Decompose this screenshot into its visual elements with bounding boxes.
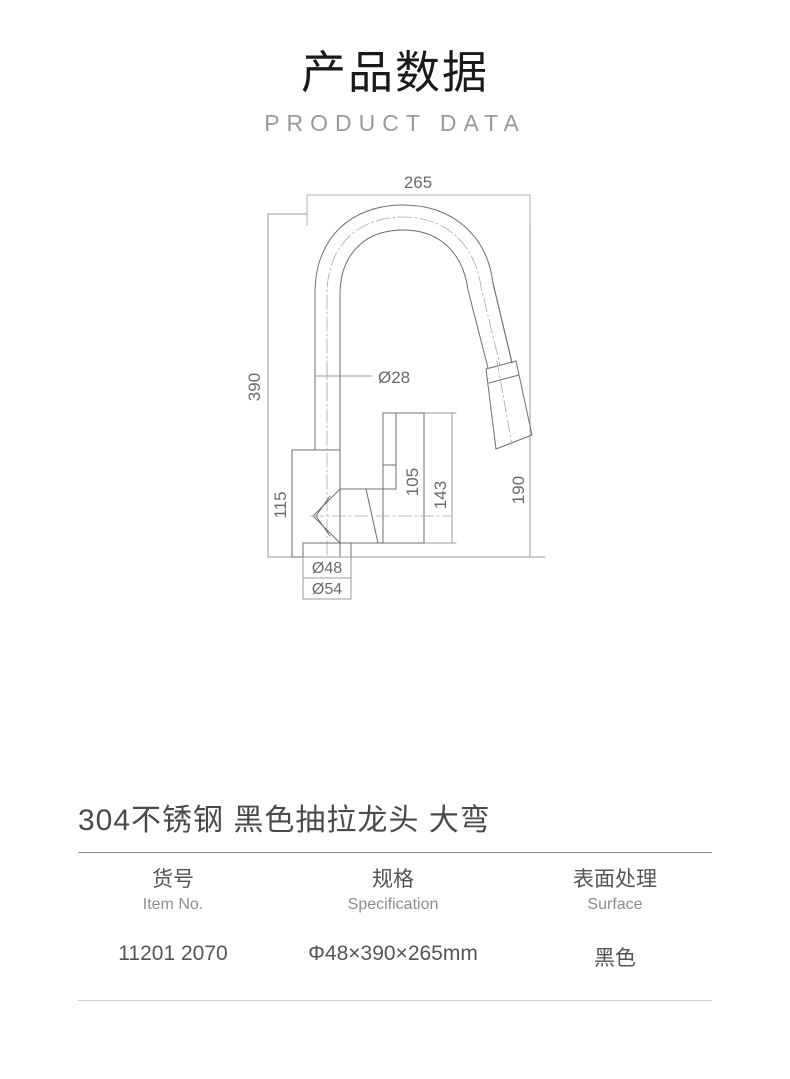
dimension-label-390: 390 (245, 372, 264, 400)
cell-item-no: 11201 2070 (118, 941, 228, 965)
page-title-en: PRODUCT DATA (264, 109, 526, 136)
dimension-label-base-inner: Ø48 (312, 560, 342, 577)
faucet-dimension-drawing: 265 390 Ø28 115 105 143 190 Ø48 Ø54 (245, 173, 546, 599)
column-header-item-no-en: Item No. (142, 896, 204, 914)
dimension-label-190: 190 (509, 475, 528, 503)
column-header-specification: 规格 Specification (268, 867, 518, 916)
column-header-surface-cn: 表面处理 (573, 868, 657, 891)
table-top-rule (78, 852, 712, 853)
table-header-row: 货号 Item No. 规格 Specification 表面处理 Surfac… (78, 867, 712, 916)
column-header-surface-en: Surface (587, 896, 643, 914)
dimension-label-143: 143 (431, 480, 450, 508)
dimension-label-spout-diameter: Ø28 (378, 368, 410, 387)
column-header-specification-en: Specification (347, 896, 439, 914)
table-row: 11201 2070 Φ48×390×265mm 黑色 (78, 942, 712, 972)
column-header-item-no-cn: 货号 (152, 868, 194, 891)
spec-table: 货号 Item No. 规格 Specification 表面处理 Surfac… (78, 852, 712, 972)
cell-specification: Φ48×390×265mm (308, 941, 478, 965)
page-header: 产品数据 PRODUCT DATA (0, 0, 790, 137)
dimension-label-base-outer: Ø54 (312, 581, 342, 598)
column-header-specification-cn: 规格 (372, 868, 414, 891)
dimension-label-105: 105 (403, 467, 422, 495)
cell-surface: 黑色 (594, 946, 636, 970)
product-name: 304不锈钢 黑色抽拉龙头 大弯 (78, 804, 491, 837)
table-bottom-rule (78, 1000, 712, 1001)
dimension-label-265: 265 (404, 173, 432, 192)
technical-drawing: 265 390 Ø28 115 105 143 190 Ø48 Ø54 (0, 165, 790, 685)
dimension-label-115: 115 (271, 491, 290, 518)
page-title-cn: 产品数据 (300, 47, 489, 98)
column-header-item-no: 货号 Item No. (78, 867, 268, 916)
column-header-surface: 表面处理 Surface (518, 867, 712, 916)
